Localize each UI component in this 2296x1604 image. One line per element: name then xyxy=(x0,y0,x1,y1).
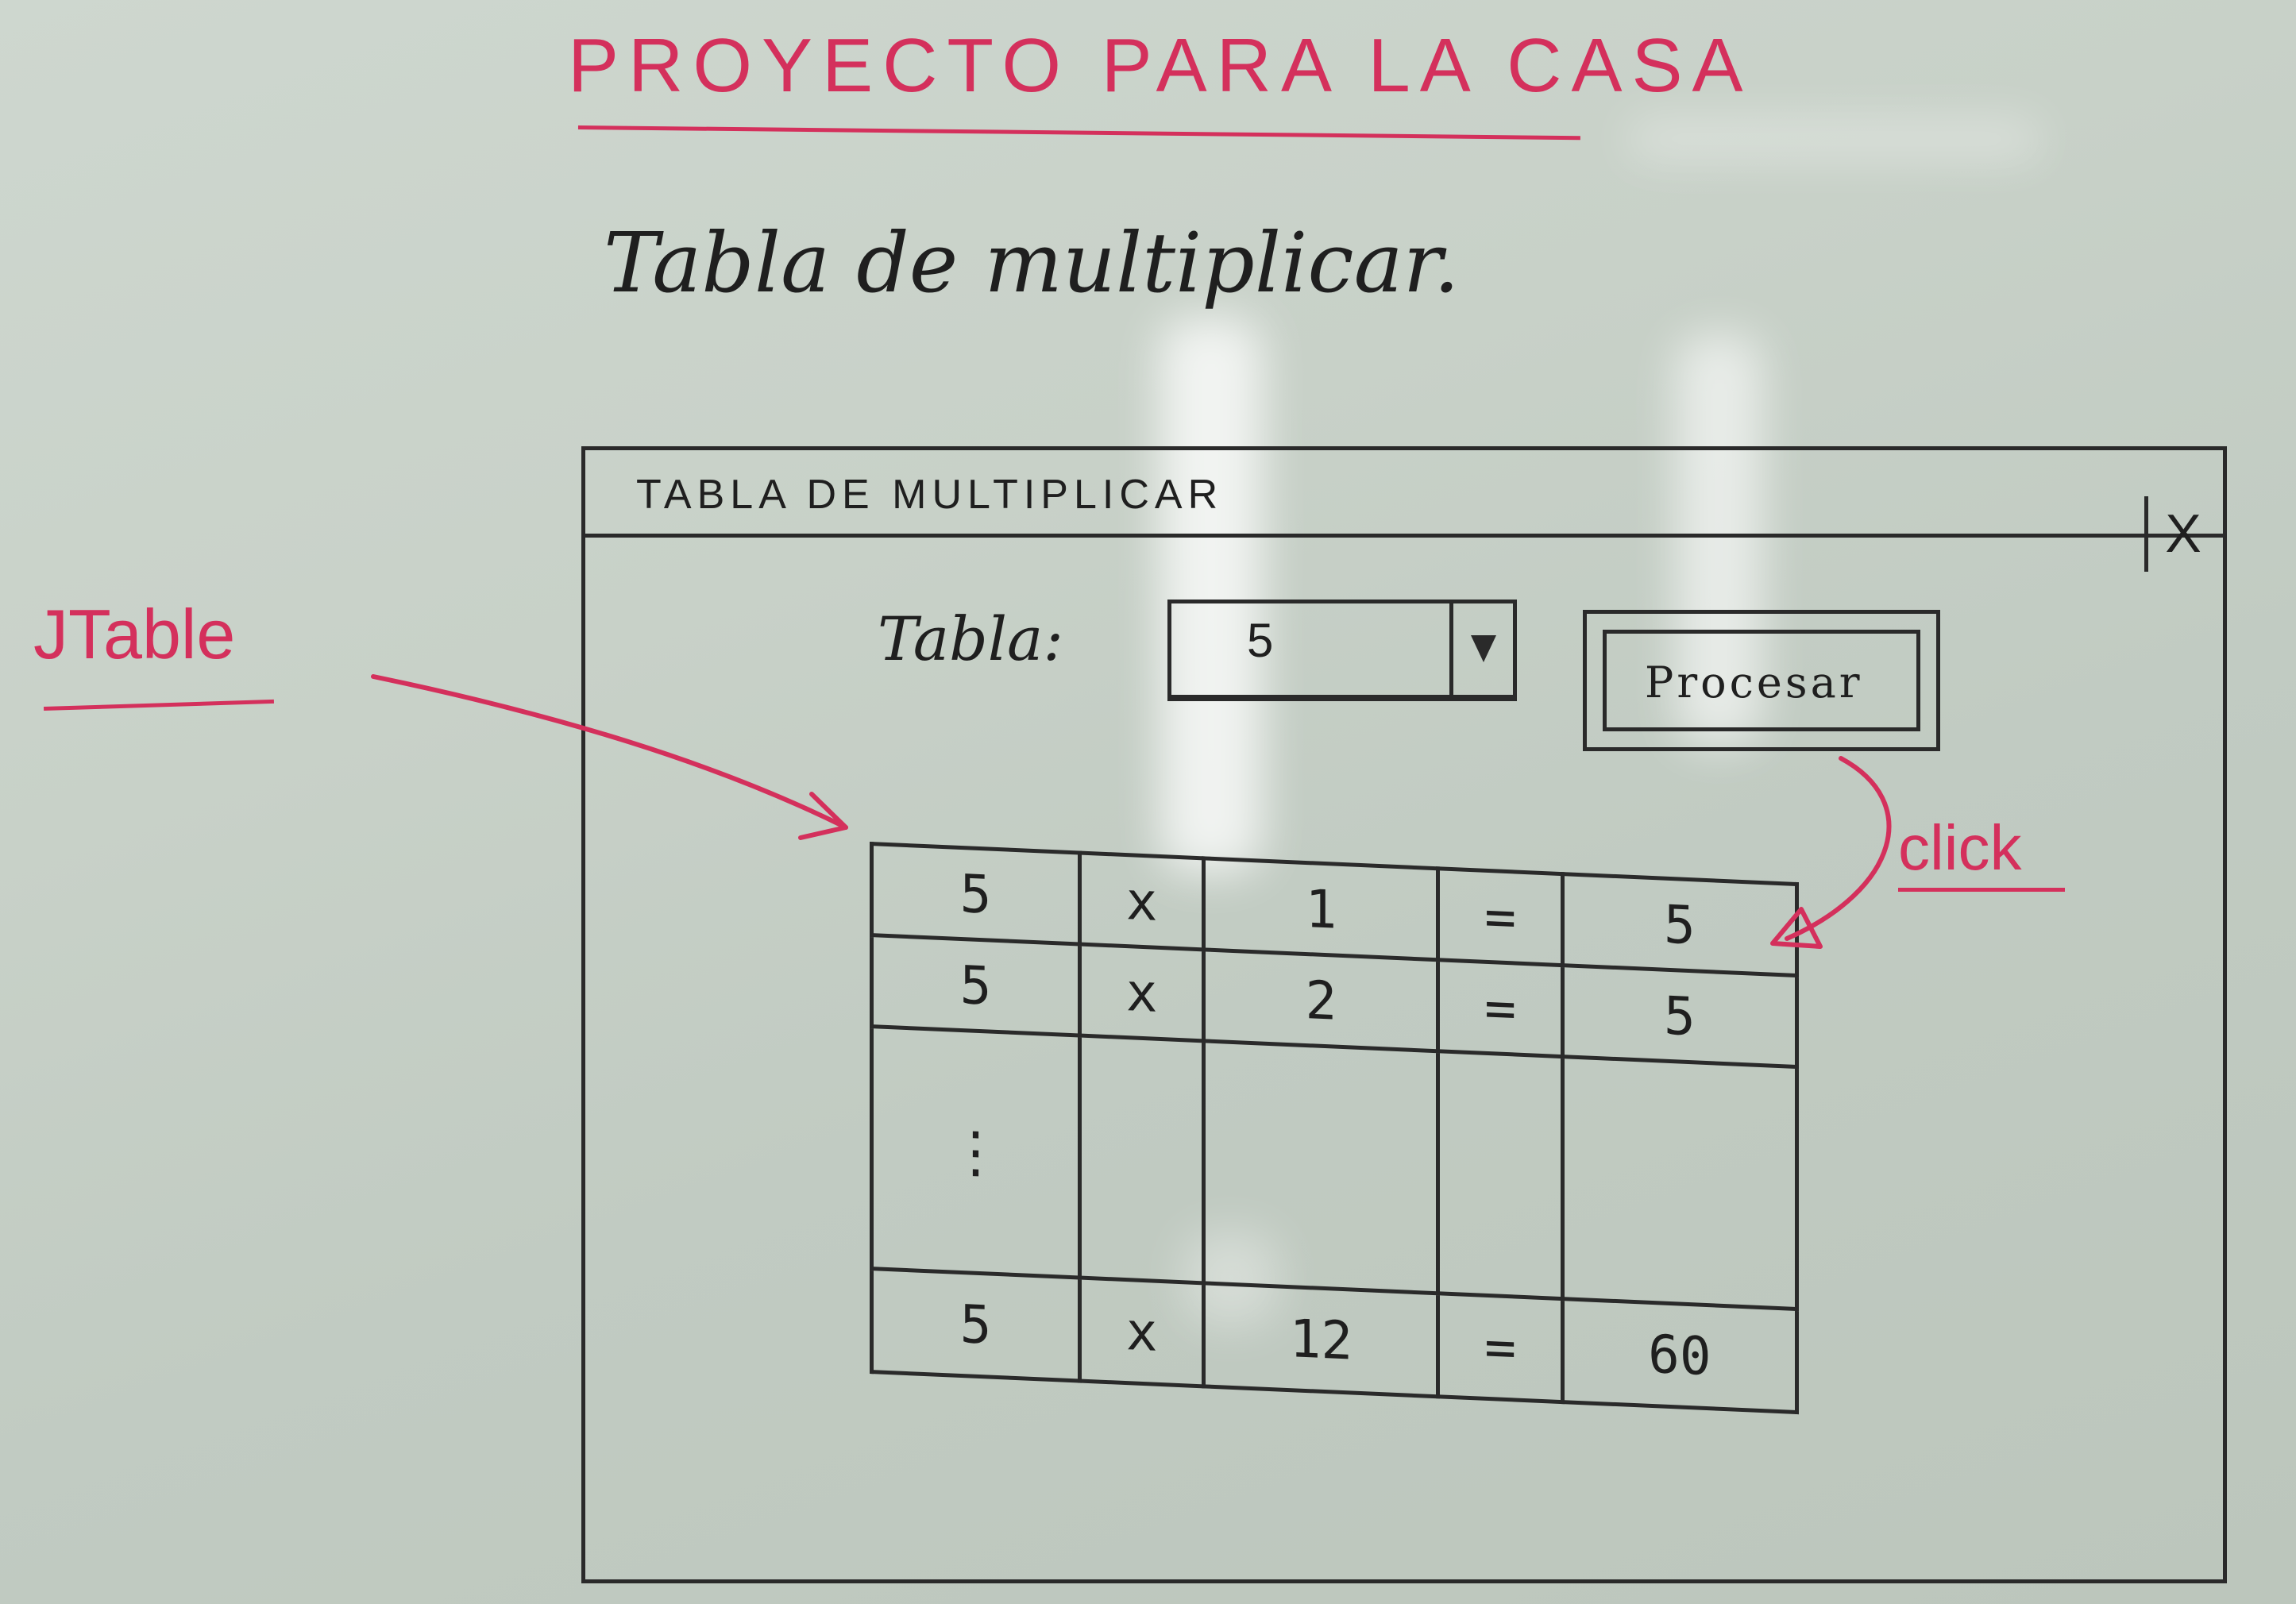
table-cell: 5 xyxy=(1562,873,1797,976)
tabla-field-label: Tabla: xyxy=(878,603,1063,674)
table-cell: 5 xyxy=(871,935,1080,1036)
table-cell: 2 xyxy=(1203,949,1438,1051)
table-cell: x xyxy=(1079,944,1204,1041)
close-button[interactable]: X xyxy=(2144,496,2218,572)
table-cell: x xyxy=(1079,853,1204,950)
jtable-annotation: JTable xyxy=(33,595,236,673)
procesar-button-label: Procesar xyxy=(1645,657,1863,708)
procesar-button-bevel: Procesar xyxy=(1603,630,1920,731)
table-row-ellipsis: ⋮ xyxy=(871,1026,1797,1309)
jtable-underline xyxy=(44,699,275,711)
light-reflection xyxy=(1676,334,1763,746)
table-cell: 5 xyxy=(1562,965,1797,1067)
project-subtitle: Tabla de multiplicar. xyxy=(604,214,1460,311)
tabla-combobox[interactable]: 5 xyxy=(1167,600,1517,701)
light-reflection xyxy=(1183,1231,1279,1326)
table-cell: 60 xyxy=(1562,1298,1797,1413)
table-cell: = xyxy=(1437,959,1563,1057)
dropdown-arrow-icon[interactable] xyxy=(1449,603,1513,695)
table-cell: 12 xyxy=(1203,1282,1438,1397)
table-cell: 1 xyxy=(1203,858,1438,960)
light-reflection xyxy=(1160,318,1263,873)
table-cell: 5 xyxy=(871,1268,1080,1382)
table-cell: = xyxy=(1437,868,1563,966)
table-cell: 5 xyxy=(871,843,1080,945)
heading-underline xyxy=(577,125,1580,141)
table-cell xyxy=(1437,1051,1563,1299)
table-cell: = xyxy=(1437,1293,1563,1402)
light-reflection xyxy=(1628,119,2041,159)
project-heading: PROYECTO PARA LA CASA xyxy=(568,23,1753,108)
table-cell xyxy=(1079,1035,1204,1283)
table-cell xyxy=(1203,1040,1438,1294)
window-mockup: TABLA DE MULTIPLICAR X xyxy=(581,446,2227,1583)
combobox-value: 5 xyxy=(1247,614,1274,667)
click-annotation: click xyxy=(1898,812,2022,883)
click-underline xyxy=(1898,888,2065,892)
multiplication-table: 5 x 1 = 5 5 x 2 = 5 ⋮ 5 x 12 = 60 xyxy=(870,842,1799,1414)
procesar-button[interactable]: Procesar xyxy=(1583,610,1940,751)
title-bar: TABLA DE MULTIPLICAR xyxy=(585,450,2223,538)
vertical-ellipsis: ⋮ xyxy=(871,1026,1080,1278)
window-title: TABLA DE MULTIPLICAR xyxy=(636,472,1224,518)
table-cell: x xyxy=(1079,1278,1204,1386)
table-cell xyxy=(1562,1056,1797,1309)
